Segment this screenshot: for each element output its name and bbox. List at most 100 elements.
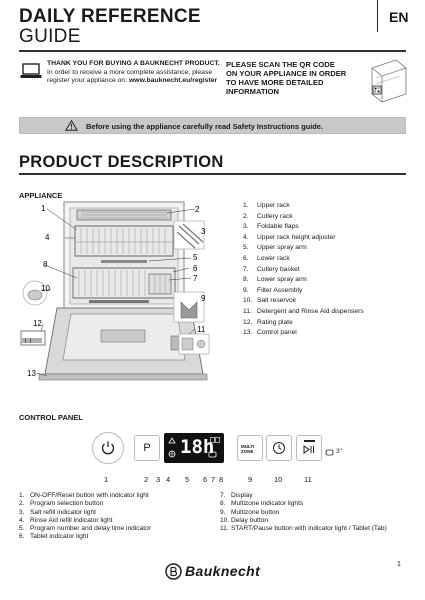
- callout-5: 5: [193, 253, 198, 262]
- part-item-label: Upper spray arm: [257, 244, 307, 252]
- page-subtitle: GUIDE: [19, 26, 81, 47]
- callout-2: 2: [195, 205, 200, 214]
- part-item: 12.Rating plate: [243, 318, 364, 329]
- cp-item-label: Delay button: [231, 516, 269, 524]
- part-item-number: 2.: [243, 212, 249, 220]
- multizone-indicator-icon: [210, 437, 220, 443]
- cp-item-label: Rinse Aid refill indicator light: [30, 516, 113, 524]
- part-item-number: 3.: [243, 223, 249, 231]
- page-number: 1: [397, 561, 401, 568]
- part-item: 6. Lower rack: [243, 254, 364, 265]
- qr-line: ON YOUR APPLIANCE IN ORDER: [226, 69, 347, 78]
- cp-item-number: 9.: [220, 508, 226, 516]
- program-delay-digits: 18h: [180, 436, 215, 458]
- part-item-label: Cutlery rack: [257, 212, 293, 220]
- cp-item-label: Multizone button: [231, 508, 280, 516]
- part-item-number: 6.: [243, 254, 249, 262]
- qr-location-illustration: [371, 59, 407, 103]
- part-item: 10.Salt reservoir: [243, 296, 364, 307]
- power-button[interactable]: [92, 432, 124, 464]
- multizone-label-line: MULTI: [241, 444, 255, 449]
- rinse-aid-indicator-icon: [168, 450, 176, 458]
- page-title: DAILY REFERENCE: [19, 6, 201, 27]
- cp-label: 11: [304, 475, 312, 484]
- delay-button[interactable]: [266, 435, 292, 461]
- cp-item: 5. Program number and delay time indicato…: [19, 525, 151, 533]
- callout-3: 3: [201, 227, 206, 236]
- part-item: 9.Filter Assembly: [243, 286, 364, 297]
- cp-item-label: ON-OFF/Reset button with indicator light: [30, 492, 149, 499]
- cp-item-number: 5.: [19, 525, 25, 533]
- control-panel-legend-left: 1. ON-OFF/Reset button with indicator lig…: [19, 492, 151, 542]
- cp-item-label: Program number and delay time indicator: [30, 525, 151, 533]
- thanks-line: In order to receive a more complete assi…: [47, 68, 213, 76]
- display-panel: 18h: [164, 433, 224, 463]
- callout-8: 8: [43, 260, 48, 269]
- callout-10: 10: [41, 284, 50, 293]
- cp-item-number: 1.: [19, 492, 25, 499]
- brand-logo: Bauknecht: [165, 562, 260, 580]
- brand-name: Bauknecht: [185, 563, 261, 579]
- cp-item-label: Display: [231, 492, 253, 499]
- cp-label: 6: [203, 475, 208, 484]
- part-item: 11.Detergent and Rinse Aid dispensers: [243, 307, 364, 318]
- register-link[interactable]: www.bauknecht.eu/register: [129, 77, 218, 85]
- cp-item: 2.Program selection button: [19, 500, 151, 508]
- cp-item-number: 2.: [19, 500, 25, 508]
- cp-label: 3: [156, 475, 161, 484]
- section-title: PRODUCT DESCRIPTION: [19, 153, 224, 171]
- part-item-number: 9.: [243, 286, 249, 294]
- part-item-label: Upper rack: [257, 202, 290, 209]
- header-divider: [19, 50, 406, 52]
- section-divider: [19, 173, 406, 175]
- cp-item: 8. Multizone indicator lights: [220, 500, 387, 508]
- cp-label: 2: [144, 475, 149, 484]
- part-item: 13.Control panel: [243, 328, 364, 339]
- part-item-label: Lower rack: [257, 254, 290, 262]
- cp-label: 9: [248, 475, 253, 484]
- register-text: THANK YOU FOR BUYING A BAUKNECHT PRODUCT…: [47, 60, 232, 86]
- callout-4: 4: [45, 233, 50, 242]
- part-item-number: 7.: [243, 265, 249, 273]
- cp-item: 7. Display: [220, 492, 387, 500]
- part-item-number: 13.: [243, 329, 253, 337]
- laptop-icon: [20, 63, 42, 78]
- cp-label: 1: [104, 475, 109, 484]
- part-item: 7. Cutlery basket: [243, 265, 364, 276]
- start-pause-button[interactable]: [296, 435, 322, 461]
- part-item: 4.Upper rack height adjuster: [243, 233, 364, 244]
- cp-item-number: 6.: [19, 533, 25, 541]
- cp-item: 6.Tablet indicator light: [19, 533, 151, 541]
- cp-label: 4: [166, 475, 171, 484]
- control-panel-legend-right: 7. Display 8. Multizone indicator lights 9. M…: [220, 492, 387, 533]
- play-pause-icon: [303, 445, 314, 454]
- part-item-label: Detergent and Rinse Aid dispensers: [257, 307, 364, 315]
- callout-9: 9: [201, 294, 206, 303]
- start-indicator-light: [304, 440, 315, 442]
- qr-instructions: PLEASE SCAN THE QR CODE ON YOUR APPLIANC…: [226, 60, 362, 96]
- cp-label: 5: [185, 475, 190, 484]
- delay-clock-icon: [273, 442, 285, 454]
- cp-label: 8: [219, 475, 224, 484]
- part-item-label: Cutlery basket: [257, 265, 300, 273]
- qr-line: INFORMATION: [226, 87, 280, 96]
- cp-label: 7: [211, 475, 216, 484]
- cp-item-number: 8.: [220, 500, 226, 508]
- cp-item-number: 7.: [220, 492, 226, 499]
- callout-12: 12: [33, 319, 42, 328]
- cp-item-label: START/Pause button with indicator light …: [231, 525, 387, 533]
- power-icon: [101, 441, 115, 455]
- program-button[interactable]: P: [134, 435, 160, 461]
- language-code: EN: [389, 9, 409, 25]
- callout-7: 7: [193, 274, 198, 283]
- cp-item-label: Multizone indicator lights: [231, 500, 304, 508]
- callout-13: 13: [27, 369, 36, 378]
- start-hold-time: 3": [336, 448, 342, 455]
- part-item-number: 1.: [243, 202, 249, 209]
- cp-item: 9. Multizone button: [220, 509, 387, 517]
- thanks-heading: THANK YOU FOR BUYING A BAUKNECHT PRODUCT…: [47, 60, 220, 67]
- warning-icon: [65, 120, 78, 131]
- cp-item-number: 10.: [220, 516, 230, 524]
